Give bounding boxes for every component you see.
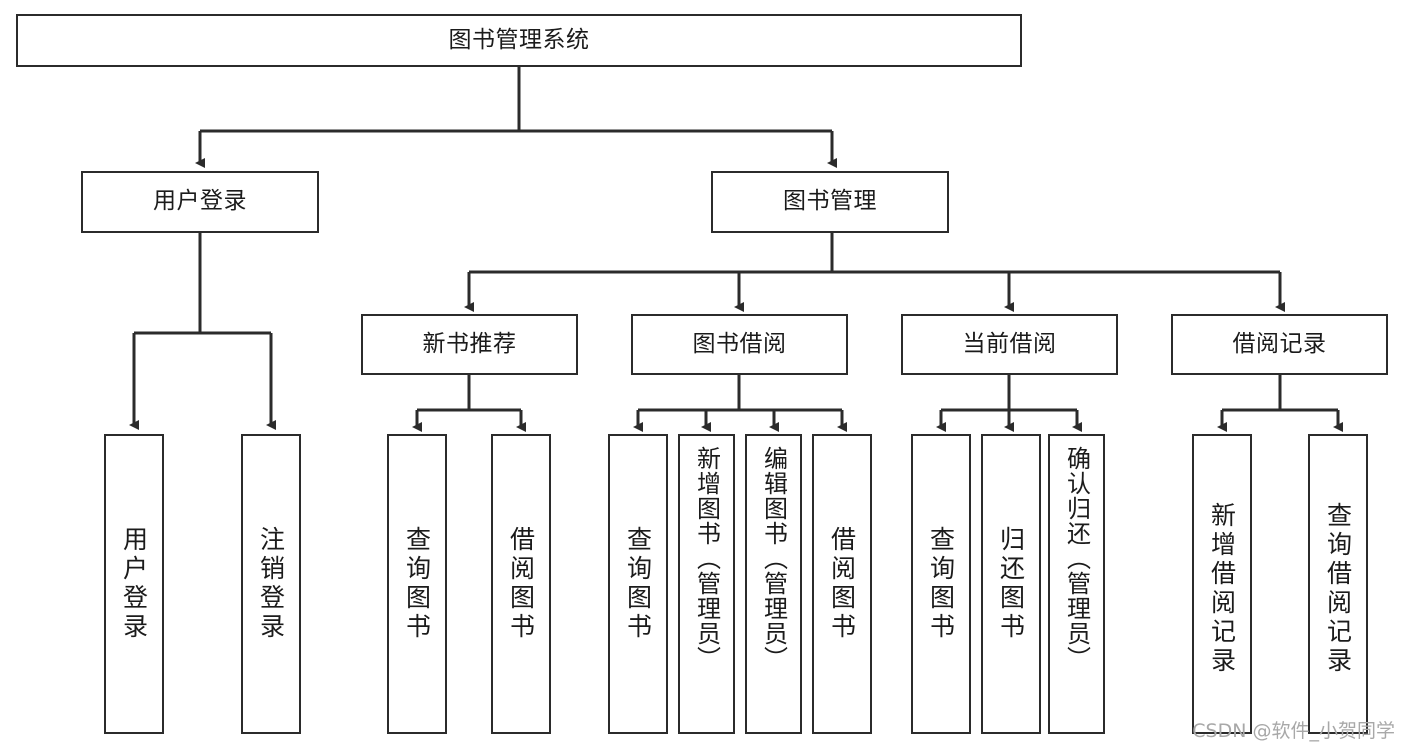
node-leaf-query-book-borrow-label: 查询图书	[623, 526, 653, 642]
node-leaf-user-login-label: 用户登录	[119, 526, 149, 642]
node-leaf-logout-label: 注销登录	[256, 526, 286, 642]
node-leaf-return-book[interactable]: 归还图书	[981, 434, 1041, 734]
node-user-login-label: 用户登录	[153, 188, 247, 215]
node-leaf-return-book-label: 归还图书	[996, 526, 1026, 642]
node-user-login[interactable]: 用户登录	[81, 171, 319, 233]
node-book-borrow[interactable]: 图书借阅	[631, 314, 848, 375]
node-leaf-query-borrow-record[interactable]: 查询借阅记录	[1308, 434, 1368, 734]
node-leaf-query-book-borrow[interactable]: 查询图书	[608, 434, 668, 734]
node-book-management[interactable]: 图书管理	[711, 171, 949, 233]
node-root[interactable]: 图书管理系统	[16, 14, 1022, 67]
node-borrow-record-label: 借阅记录	[1232, 330, 1327, 357]
node-leaf-confirm-return-admin[interactable]: 确认归还（管理员）	[1048, 434, 1105, 734]
node-leaf-borrow-book-recommend[interactable]: 借阅图书	[491, 434, 551, 734]
node-book-management-label: 图书管理	[783, 188, 877, 215]
node-current-borrow-label: 当前借阅	[962, 330, 1057, 357]
node-leaf-add-book-admin[interactable]: 新增图书（管理员）	[678, 434, 735, 734]
node-leaf-add-borrow-record[interactable]: 新增借阅记录	[1192, 434, 1252, 734]
node-leaf-logout[interactable]: 注销登录	[241, 434, 301, 734]
node-leaf-query-borrow-record-label: 查询借阅记录	[1323, 502, 1353, 676]
node-leaf-borrow-book-recommend-label: 借阅图书	[506, 526, 536, 642]
node-leaf-edit-book-admin-label: 编辑图书（管理员）	[759, 446, 788, 671]
node-leaf-user-login[interactable]: 用户登录	[104, 434, 164, 734]
node-leaf-edit-book-admin[interactable]: 编辑图书（管理员）	[745, 434, 802, 734]
node-leaf-query-book-current[interactable]: 查询图书	[911, 434, 971, 734]
node-leaf-query-book-recommend[interactable]: 查询图书	[387, 434, 447, 734]
node-book-borrow-label: 图书借阅	[692, 330, 787, 357]
node-leaf-borrow-book-label: 借阅图书	[827, 526, 857, 642]
node-new-book-recommend[interactable]: 新书推荐	[361, 314, 578, 375]
node-leaf-add-borrow-record-label: 新增借阅记录	[1207, 502, 1237, 676]
node-leaf-borrow-book[interactable]: 借阅图书	[812, 434, 872, 734]
node-borrow-record[interactable]: 借阅记录	[1171, 314, 1388, 375]
node-root-label: 图书管理系统	[448, 26, 590, 53]
node-leaf-confirm-return-admin-label: 确认归还（管理员）	[1062, 446, 1091, 671]
watermark: CSDN @软件_小贺同学	[1192, 720, 1395, 742]
node-leaf-query-book-recommend-label: 查询图书	[402, 526, 432, 642]
node-leaf-query-book-current-label: 查询图书	[926, 526, 956, 642]
node-new-book-recommend-label: 新书推荐	[422, 330, 517, 357]
node-leaf-add-book-admin-label: 新增图书（管理员）	[692, 446, 721, 671]
node-current-borrow[interactable]: 当前借阅	[901, 314, 1118, 375]
